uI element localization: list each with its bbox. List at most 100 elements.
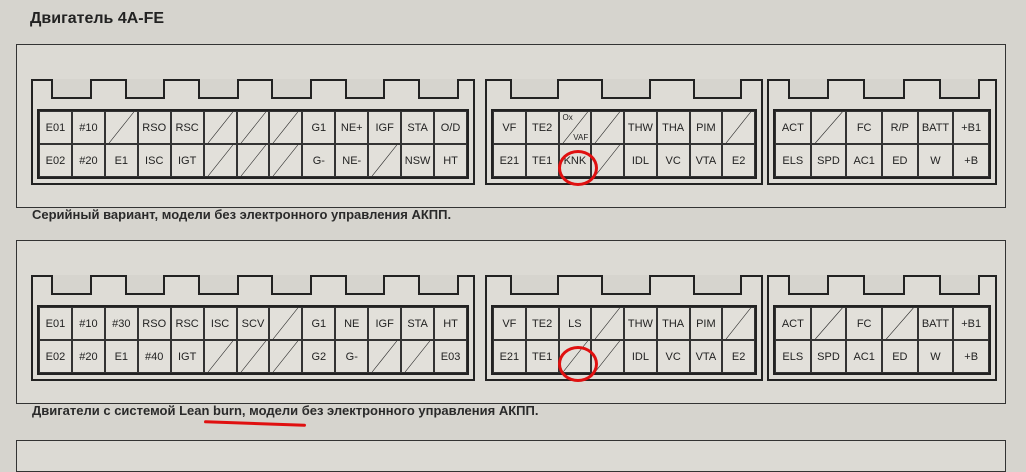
pin: AC1 (846, 144, 882, 177)
pin: RSC (170, 111, 204, 144)
pin: FC (846, 307, 882, 340)
unused-pin (269, 111, 303, 144)
pin: +B (953, 144, 989, 177)
pin: VC (656, 340, 690, 373)
unused-pin (401, 340, 435, 373)
connector-latch-tab (418, 79, 459, 99)
unused-pin (591, 111, 624, 144)
pin: E01 (39, 307, 72, 340)
connector-latch-tab (271, 275, 312, 295)
highlight-circle-knk (558, 150, 598, 186)
pin: NE+ (335, 111, 369, 144)
pin: BATT (917, 307, 954, 340)
unused-pin (269, 144, 303, 177)
pin: NE- (335, 144, 369, 177)
caption-2-start: Двигатели с системой (32, 403, 180, 418)
connector-latch-tab (418, 275, 459, 295)
pin: NSW (401, 144, 435, 177)
pin: G1 (302, 307, 336, 340)
connector-latch-tab (124, 275, 166, 295)
pin: W (917, 340, 954, 373)
unused-pin (810, 307, 847, 340)
unused-pin (104, 111, 138, 144)
connector-latch-tab (271, 79, 312, 99)
caption-2: Двигатели с системой Lean burn, модели б… (32, 403, 538, 418)
connector-housing (487, 275, 761, 307)
pin: G1 (302, 111, 336, 144)
pin: VC (656, 144, 690, 177)
connector-housing (769, 275, 995, 307)
connector-housing (33, 79, 473, 111)
pin: E1 (104, 340, 138, 373)
connector-housing (769, 79, 995, 111)
pin: TE2 (525, 111, 559, 144)
unused-pin (203, 340, 237, 373)
pin: G2 (302, 340, 336, 373)
pin: IDL (624, 340, 657, 373)
pin: RSO (137, 307, 171, 340)
pin: E21 (493, 340, 526, 373)
pin: IGT (170, 340, 204, 373)
unused-pin (269, 340, 303, 373)
pin-label-top: Ox (562, 113, 573, 122)
pin: ELS (775, 340, 811, 373)
connector-latch-tab (51, 79, 92, 99)
pin: VTA (689, 144, 723, 177)
pin: ELS (775, 144, 811, 177)
pin: IGF (368, 111, 402, 144)
connector-latch-tab (863, 79, 905, 99)
pin: E03 (434, 340, 467, 373)
pin: TE1 (525, 340, 559, 373)
pin: #40 (137, 340, 171, 373)
connector-latch-tab (344, 79, 386, 99)
pin: +B1 (953, 111, 989, 144)
pin: E21 (493, 144, 526, 177)
connector-latch-tab (601, 275, 651, 295)
pin: ACT (775, 307, 811, 340)
pin: G- (302, 144, 336, 177)
pin: O/D (434, 111, 467, 144)
page-title: Двигатель 4A-FE (30, 10, 165, 27)
unused-pin (236, 111, 270, 144)
connector-latch-tab (344, 275, 386, 295)
pin: SPD (810, 340, 847, 373)
pin: NE (335, 307, 369, 340)
pin: #10 (71, 111, 105, 144)
pin: E1 (104, 144, 138, 177)
pin: IGF (368, 307, 402, 340)
pin: ED (882, 340, 918, 373)
connector-latch-tab (787, 79, 830, 99)
unused-pin (810, 111, 847, 144)
highlight-circle-empty-pin (558, 346, 598, 382)
caption-1: Серийный вариант, модели без электронног… (32, 207, 452, 222)
connector-latch-tab (509, 275, 560, 295)
pin: THW (624, 111, 657, 144)
pin: THA (656, 111, 690, 144)
unused-pin (203, 111, 237, 144)
pin: VF (493, 307, 526, 340)
pin-label-bottom: VAF (573, 133, 589, 142)
connector-latch-tab (692, 79, 743, 99)
connector-latch-tab (509, 79, 560, 99)
pin: ISC (137, 144, 171, 177)
pin: RSC (170, 307, 204, 340)
unused-pin (236, 340, 270, 373)
pin: VF (493, 111, 526, 144)
pin: #30 (104, 307, 138, 340)
pin: RSO (137, 111, 171, 144)
pin: TE2 (525, 307, 559, 340)
unused-pin (236, 144, 270, 177)
pin: SCV (236, 307, 270, 340)
pin: R/P (882, 111, 918, 144)
pin: E01 (39, 111, 72, 144)
pin: IDL (624, 144, 657, 177)
